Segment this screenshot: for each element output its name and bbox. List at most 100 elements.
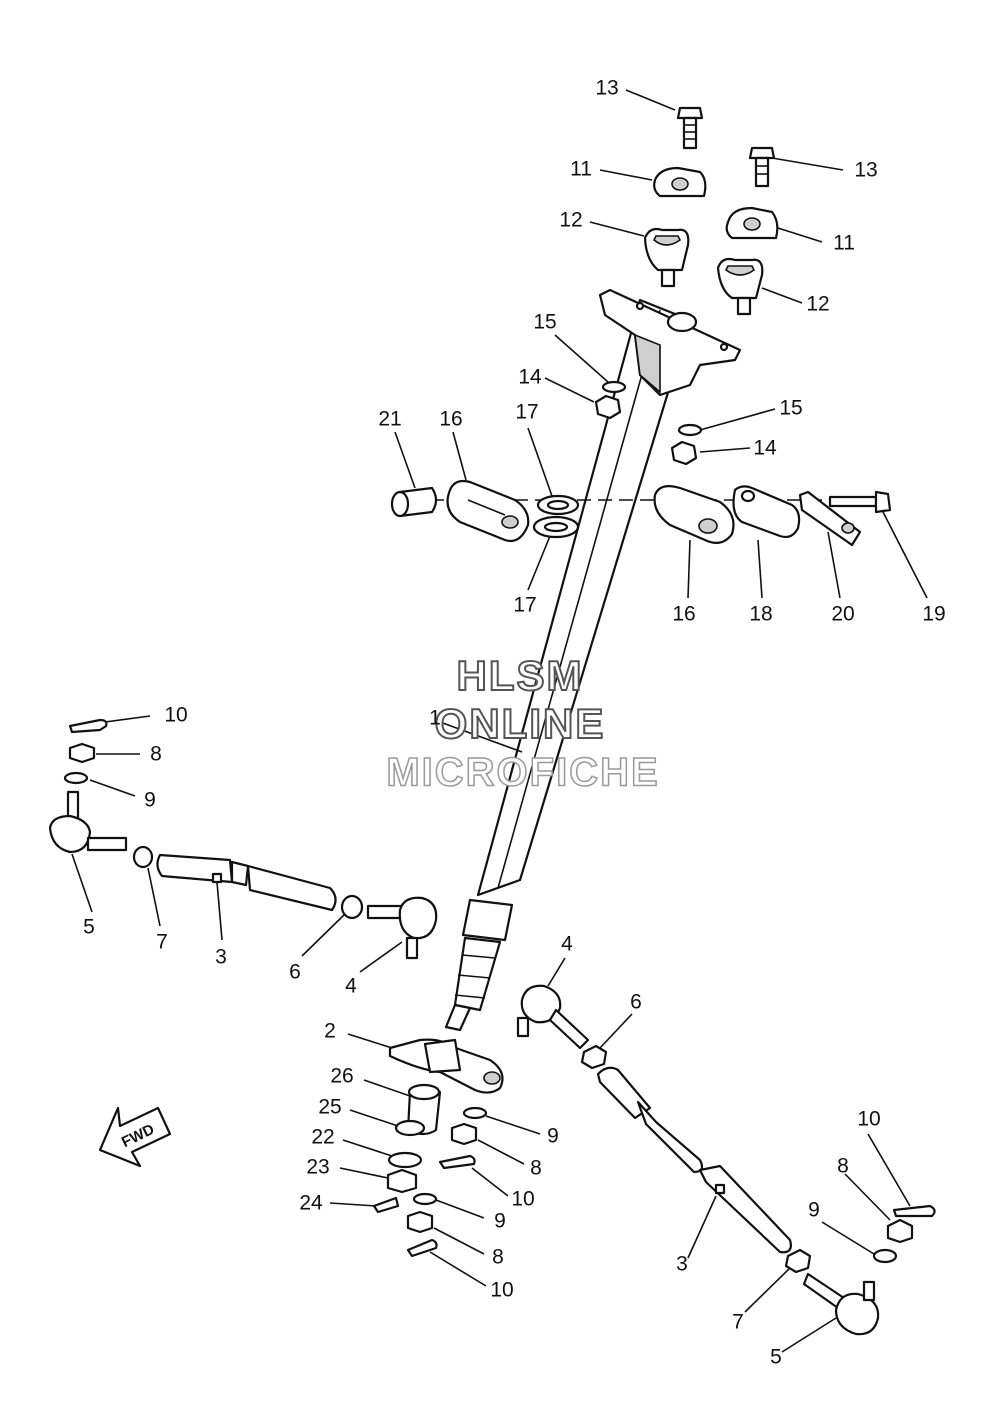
callout-2: 2 <box>324 1019 336 1043</box>
plate-20 <box>798 490 862 547</box>
callout-10: 10 <box>857 1107 881 1131</box>
tie-rod-3-left <box>156 853 337 912</box>
arm-16-right <box>653 485 735 545</box>
callout-8: 8 <box>530 1156 542 1180</box>
callout-9: 9 <box>547 1124 559 1148</box>
tie-rod-end-4-left <box>366 896 438 960</box>
callout-10: 10 <box>490 1278 514 1302</box>
washer-9-center <box>412 1192 438 1206</box>
callout-11: 11 <box>570 157 592 181</box>
washer-9-right-upper <box>462 1106 488 1120</box>
washer-17-upper <box>536 494 580 516</box>
callout-6: 6 <box>630 990 642 1014</box>
callout-13: 13 <box>595 76 619 100</box>
callout-9: 9 <box>144 788 156 812</box>
callout-5: 5 <box>770 1345 782 1369</box>
washer-15-left <box>601 380 627 394</box>
bolt-13-left <box>676 106 704 150</box>
lower-holder-12-left <box>643 227 690 288</box>
callout-15: 15 <box>533 310 557 334</box>
callout-12: 12 <box>806 292 830 316</box>
callout-16: 16 <box>439 407 463 431</box>
tie-rod-end-5-right <box>802 1272 880 1336</box>
pin-24 <box>372 1196 400 1214</box>
nut-14-right <box>670 440 698 466</box>
callout-13: 13 <box>854 158 878 182</box>
nut-14-left <box>594 394 622 420</box>
bolt-19 <box>828 490 892 514</box>
link-18 <box>732 485 801 539</box>
cotter-pin-10-center <box>406 1238 438 1258</box>
callout-8: 8 <box>150 742 162 766</box>
arm-16-left <box>446 479 530 543</box>
callout-7: 7 <box>732 1310 744 1334</box>
leader-lines <box>71 89 928 1353</box>
callout-14: 14 <box>753 436 777 460</box>
callout-8: 8 <box>837 1154 849 1178</box>
callout-12: 12 <box>559 208 583 232</box>
fwd-arrow-icon <box>98 1106 172 1168</box>
nut-7-left <box>132 845 154 869</box>
watermark-line-2: ONLINE <box>434 699 606 748</box>
callout-7: 7 <box>156 930 168 954</box>
washer-22 <box>387 1151 423 1169</box>
upper-holder-11-right <box>725 206 779 240</box>
callout-20: 20 <box>831 602 855 626</box>
callout-18: 18 <box>749 602 773 626</box>
washer-9-right <box>872 1248 898 1264</box>
callout-19: 19 <box>922 602 946 626</box>
lower-holder-12-right <box>716 257 764 316</box>
pitman-arm-2 <box>388 1038 504 1094</box>
callout-4: 4 <box>345 974 357 998</box>
callout-17: 17 <box>513 593 537 617</box>
tie-rod-end-5-left <box>48 790 128 854</box>
bolt-13-right <box>748 146 776 188</box>
callout-11: 11 <box>833 231 855 255</box>
upper-holder-11-left <box>653 166 707 198</box>
callout-14: 14 <box>518 365 542 389</box>
callout-25: 25 <box>318 1095 342 1119</box>
callout-24: 24 <box>299 1191 323 1215</box>
callout-21: 21 <box>378 407 402 431</box>
callout-10: 10 <box>164 703 188 727</box>
cotter-pin-10-right <box>892 1204 936 1218</box>
washer-9-left <box>63 771 89 785</box>
callout-15: 15 <box>779 396 803 420</box>
callout-3: 3 <box>676 1252 688 1276</box>
nut-6-right <box>580 1044 608 1070</box>
callout-8: 8 <box>492 1245 504 1269</box>
nut-23 <box>386 1168 418 1194</box>
washer-25 <box>394 1119 426 1137</box>
callout-26: 26 <box>330 1064 354 1088</box>
callout-23: 23 <box>306 1155 330 1179</box>
callout-6: 6 <box>289 960 301 984</box>
cotter-pin-10-right-upper <box>438 1154 476 1170</box>
callout-16: 16 <box>672 602 696 626</box>
nut-6-left <box>340 894 364 920</box>
callout-1: 1 <box>429 706 441 730</box>
cotter-pin-10-left <box>68 718 108 734</box>
callout-17: 17 <box>515 400 539 424</box>
collar-21 <box>390 486 438 518</box>
callout-9: 9 <box>494 1209 506 1233</box>
washer-15-right <box>677 423 703 437</box>
tie-rod-3-right <box>596 1066 792 1254</box>
washer-17-lower <box>532 515 580 539</box>
watermark-line-1: HLSM <box>456 651 584 700</box>
callout-10: 10 <box>511 1187 535 1211</box>
nut-8-center <box>406 1210 434 1234</box>
column-holder <box>598 288 742 397</box>
nut-8-right-upper <box>450 1122 478 1146</box>
callout-4: 4 <box>561 932 573 956</box>
nut-8-left <box>68 742 96 764</box>
callout-3: 3 <box>215 945 227 969</box>
callout-5: 5 <box>83 915 95 939</box>
callout-22: 22 <box>311 1125 335 1149</box>
watermark-line-3: MICROFICHE <box>386 750 660 796</box>
nut-8-right <box>886 1218 914 1244</box>
tie-rod-end-4-right <box>516 984 590 1050</box>
nut-7-right <box>784 1248 812 1274</box>
callout-9: 9 <box>808 1198 820 1222</box>
steering-shaft <box>444 298 692 1032</box>
